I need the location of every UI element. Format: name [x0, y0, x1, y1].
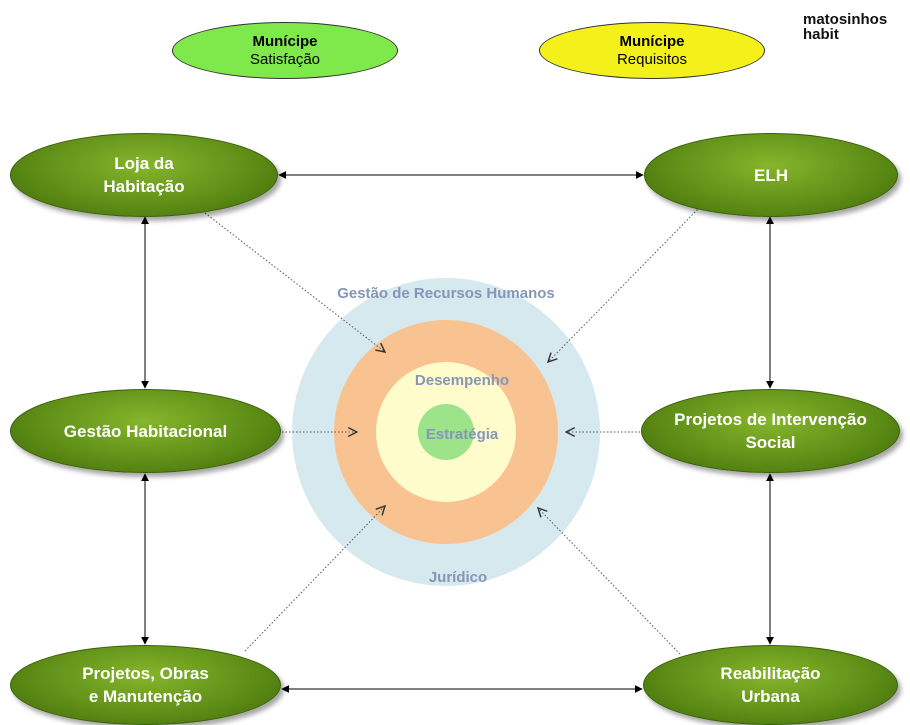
node-gestao-habitacional: Gestão Habitacional	[10, 389, 281, 473]
node-intervencao-line2: Social	[745, 433, 796, 452]
node-loja-line1: Loja da	[114, 154, 174, 173]
logo-line-1: matosinhos	[803, 11, 888, 28]
node-elh: ELH	[644, 133, 898, 217]
node-loja-line2: Habitação	[103, 177, 185, 196]
node-elh-line1: ELH	[754, 165, 788, 185]
citizen-satisfaction-title: Munícipe	[252, 32, 318, 50]
ring-label-legal: Jurídico	[428, 569, 488, 586]
ring-label-strategy: Estratégia	[425, 426, 499, 443]
node-reabilitacao-line2: Urbana	[741, 687, 800, 706]
ring-strategy-core	[418, 404, 474, 460]
node-reabilitacao-line1: Reabilitação	[720, 664, 821, 683]
dotted-reabilitacao-to-center	[538, 508, 681, 655]
ring-label-performance: Desempenho	[414, 372, 510, 389]
node-obras-line1: Projetos, Obras	[82, 664, 209, 683]
logo-line-2: habit	[803, 26, 839, 43]
citizen-requirements-title: Munícipe	[619, 32, 685, 50]
node-projetos-intervencao-social: Projetos de Intervenção Social	[641, 389, 900, 473]
node-projetos-obras-manutencao: Projetos, Obras e Manutenção	[10, 645, 281, 725]
node-gestao-line1: Gestão Habitacional	[63, 421, 228, 441]
citizen-satisfaction-subtitle: Satisfação	[249, 50, 321, 68]
node-obras-line2: e Manutenção	[88, 687, 203, 706]
node-reabilitacao-urbana: Reabilitação Urbana	[643, 645, 898, 725]
dotted-elh-to-center	[548, 206, 701, 362]
dotted-loja-to-center	[204, 212, 385, 352]
citizen-requirements-subtitle: Requisitos	[616, 50, 688, 68]
matosinhos-habit-logo: matosinhos habit	[803, 12, 887, 42]
ring-label-hr: Gestão de Recursos Humanos	[337, 285, 555, 302]
node-intervencao-line1: Projetos de Intervenção	[674, 410, 867, 429]
citizen-requirements-pill: Munícipe Requisitos	[539, 22, 765, 79]
citizen-satisfaction-pill: Munícipe Satisfação	[172, 22, 398, 79]
node-loja-habitacao: Loja da Habitação	[10, 133, 278, 217]
